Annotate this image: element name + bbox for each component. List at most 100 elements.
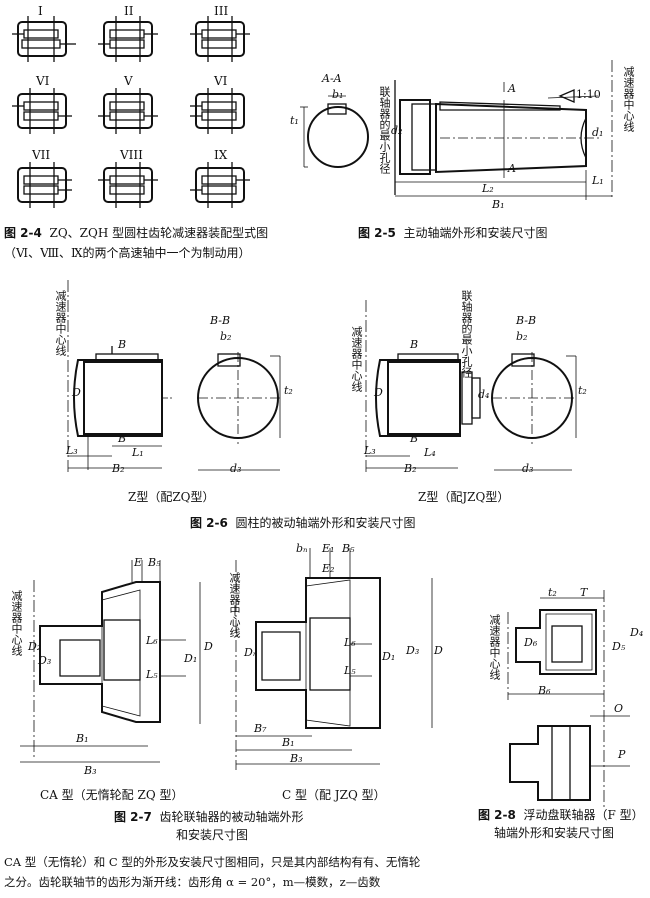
fig27-caption: 图 2-7 齿轮联轴器的被动轴端外形: [114, 808, 304, 825]
fig24-caption-text: ZQ、ZQH 型圆柱齿轮减速器装配型式图: [49, 226, 269, 240]
fig26-left-vert: 减速器中心线: [54, 290, 67, 356]
fig25-caption-text: 主动轴端外形和安装尺寸图: [403, 226, 548, 240]
fig25-t1: t₁: [290, 114, 299, 127]
fig26-left-drawing: [67, 280, 282, 472]
fig28-B6: B₆: [538, 684, 551, 697]
fig27-right-B3: B₃: [290, 752, 303, 765]
fig27-left-sub: CA 型（无惰轮配 ZQ 型）: [40, 788, 184, 802]
footer-line-2: 之分。齿轮联轴节的齿形为渐开线：齿形角 α = 20°，m—模数，z—齿数: [4, 875, 381, 889]
fig26-right-sub: Z型（配JZQ型）: [418, 490, 510, 504]
roman-VIII: VIII: [120, 148, 143, 162]
fig26-right-L3: L₃: [364, 444, 376, 457]
reducer-III: [190, 16, 250, 62]
fig25-b1: b₁: [332, 88, 344, 101]
fig28-caption-2: 轴端外形和安装尺寸图: [494, 826, 615, 840]
fig27-left-B1: B₁: [76, 732, 89, 745]
fig27-left-D1: D₁: [184, 652, 198, 665]
roman-II: II: [124, 4, 134, 18]
fig27-left-D2: D₂: [28, 640, 42, 653]
fig26-caption-text: 圆柱的被动轴端外形和安装尺寸图: [235, 516, 416, 530]
fig26-right-section: B-B: [516, 314, 537, 327]
fig27-right-Dn: Dₙ: [244, 646, 258, 659]
fig27-right-D3: D₃: [406, 644, 420, 657]
fig25-caption: 图 2-5 主动轴端外形和安装尺寸图: [358, 224, 548, 241]
roman-VI-a: VI: [36, 74, 50, 88]
roman-III: III: [214, 4, 229, 18]
fig26-right-d3: d₃: [522, 462, 534, 475]
fig26-right-t2: t₂: [578, 384, 587, 397]
roman-V: V: [124, 74, 133, 88]
fig28-T: T: [580, 586, 588, 599]
fig27-left-E: E: [134, 556, 143, 569]
fig25-L1: L₁: [592, 174, 604, 187]
fig26-left-section: B-B: [210, 314, 231, 327]
fig28-t2: t₂: [548, 586, 557, 599]
fig25-A-bottom: A: [508, 162, 516, 175]
fig27-left-D3: D₃: [38, 654, 52, 667]
fig26-right-L4: L₄: [424, 446, 436, 459]
roman-IX: IX: [214, 148, 228, 162]
footer-line-1: CA 型（无惰轮）和 C 型的外形及安装尺寸图相同，只是其内部结构有有、无惰轮: [4, 855, 421, 869]
fig27-caption-2: 和安装尺寸图: [176, 828, 249, 842]
reducer-II: [98, 16, 158, 62]
fig25-B1: B₁: [492, 198, 505, 211]
roman-I: I: [38, 4, 43, 18]
fig25-A-top: A: [508, 82, 516, 95]
reducer-VI-b: [190, 88, 245, 134]
fig27-left-D: D: [204, 640, 213, 653]
fig27-right-B7: B₇: [254, 722, 267, 735]
reducer-I: [12, 16, 76, 62]
fig28-D6: D₆: [524, 636, 538, 649]
fig26-caption-label: 图 2-6: [190, 516, 228, 530]
fig27-right-B5: B₅: [342, 542, 355, 555]
fig25-d1: d₁: [592, 126, 604, 139]
fig28-P: P: [618, 748, 626, 761]
fig27-right-drawing: [235, 548, 433, 770]
fig27-right-D: D: [434, 644, 443, 657]
fig24-caption-note: （Ⅵ、Ⅷ、Ⅸ的两个高速轴中一个为制动用）: [4, 246, 251, 260]
roman-VII: VII: [32, 148, 51, 162]
fig28-D5: D₅: [612, 640, 626, 653]
fig27-left-L5: L₅: [146, 668, 158, 681]
fig26-left-B2: B₂: [112, 462, 125, 475]
fig26-right-D: D: [374, 386, 383, 399]
fig26-right-B-top: B: [410, 338, 419, 351]
fig27-right-bn: bₙ: [296, 542, 308, 555]
fig25-d2: d₂: [391, 124, 403, 137]
fig25-section-label: A-A: [322, 72, 342, 85]
fig26-right-d4: d₄: [478, 388, 490, 401]
reducer-VIII: [98, 162, 158, 208]
fig26-left-t2: t₂: [284, 384, 293, 397]
fig27-right-vert: 减速器中心线: [228, 572, 241, 638]
fig27-caption-text: 齿轮联轴器的被动轴端外形: [159, 810, 304, 824]
fig24-caption: 图 2-4 ZQ、ZQH 型圆柱齿轮减速器装配型式图: [4, 224, 268, 241]
fig27-left-vert: 减速器中心线: [10, 590, 23, 656]
fig28-caption-text: 浮动盘联轴器（F 型）: [523, 808, 644, 822]
fig26-caption: 图 2-6 圆柱的被动轴端外形和安装尺寸图: [190, 514, 416, 531]
fig25-taper: 1:10: [576, 88, 601, 101]
fig26-right-drawing: [365, 300, 577, 472]
reducer-V: [98, 88, 158, 134]
fig28-caption: 图 2-8 浮动盘联轴器（F 型）: [478, 806, 644, 823]
fig28-caption-label: 图 2-8: [478, 808, 516, 822]
fig24-diagrams: [12, 16, 250, 208]
fig25-caption-label: 图 2-5: [358, 226, 396, 240]
fig26-right-B-bottom: B: [410, 432, 419, 445]
reducer-IX: [190, 162, 250, 208]
fig28-vert: 减速器中心线: [488, 614, 501, 680]
reducer-VI-a: [12, 88, 72, 134]
fig27-left-L6: L₆: [146, 634, 158, 647]
fig26-right-vert1: 减速器中心线: [350, 326, 363, 392]
fig27-left-B3: B₃: [84, 764, 97, 777]
fig27-caption-label: 图 2-7: [114, 810, 152, 824]
fig25-drawing: [300, 60, 613, 200]
fig26-right-b2: b₂: [516, 330, 528, 343]
fig27-right-B1: B₁: [282, 736, 295, 749]
fig26-left-B-bottom: B: [118, 432, 127, 445]
fig27-right-E2: E₂: [322, 562, 335, 575]
fig28-drawing: [507, 590, 630, 808]
fig26-left-sub: Z型（配ZQ型）: [128, 490, 215, 504]
fig26-right-B2: B₂: [404, 462, 417, 475]
fig27-right-D1: D₁: [382, 650, 396, 663]
